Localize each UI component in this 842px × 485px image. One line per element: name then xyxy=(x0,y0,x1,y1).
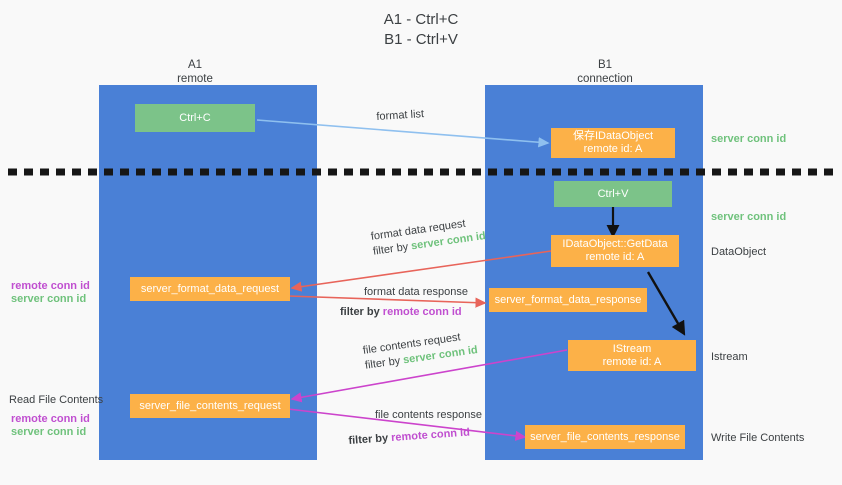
box-server-format-data-response[interactable]: server_format_data_response xyxy=(489,288,647,312)
edge-label-file-contents-response-filter: filter by remote conn id xyxy=(348,426,470,449)
right-note-dataobject: DataObject xyxy=(711,246,767,258)
box-getdata-line1: IDataObject::GetData xyxy=(562,238,668,250)
column-header-a1: A1 remote xyxy=(130,58,260,86)
box-server-file-contents-request[interactable]: server_file_contents_request xyxy=(130,394,290,418)
box-save-idataobject-line1: 保存IDataObject xyxy=(572,130,654,142)
right-note-write-file-contents: Write File Contents xyxy=(711,432,805,444)
box-ctrl-v-label: Ctrl+V xyxy=(597,187,629,200)
box-ctrl-c-label: Ctrl+C xyxy=(179,111,211,124)
left-note-remote-conn-id-2: remote conn id xyxy=(11,413,90,425)
filter-prefix: filter by xyxy=(348,432,392,447)
box-ctrl-v[interactable]: Ctrl+V xyxy=(554,181,672,207)
column-b1-name: B1 xyxy=(597,59,613,71)
title-line-1: A1 - Ctrl+C xyxy=(383,11,459,28)
left-note-read-file-contents: Read File Contents xyxy=(9,394,104,406)
title-line-2: B1 - Ctrl+V xyxy=(384,31,458,48)
box-istream-line1: IStream xyxy=(612,342,652,355)
filter-prefix: filter by xyxy=(372,240,413,258)
box-ctrl-c[interactable]: Ctrl+C xyxy=(135,104,255,132)
left-note-server-conn-id-2: server conn id xyxy=(11,426,87,438)
box-istream-line2: remote id: A xyxy=(602,355,662,368)
edge-label-file-contents-request: file contents request filter by server c… xyxy=(362,328,479,374)
box-server-file-contents-response[interactable]: server_file_contents_response xyxy=(525,425,685,449)
diagram-title: A1 - Ctrl+C B1 - Ctrl+V xyxy=(0,10,842,50)
left-note-server-conn-id-1: server conn id xyxy=(11,293,87,305)
filter-prefix: filter by xyxy=(364,354,405,372)
right-note-server-conn-id-1: server conn id xyxy=(711,133,787,145)
box-server-format-data-request[interactable]: server_format_data_request xyxy=(130,277,290,301)
edge-label-format-data-response: format data response xyxy=(364,286,468,298)
box-server-file-contents-response-label: server_file_contents_response xyxy=(530,430,680,443)
filter-value-remote-conn-id: remote conn id xyxy=(390,426,471,444)
box-server-format-data-request-label: server_format_data_request xyxy=(140,282,280,295)
edge-label-file-contents-response: file contents response xyxy=(375,409,483,421)
column-header-b1: B1 connection xyxy=(540,58,670,86)
box-server-file-contents-request-label: server_file_contents_request xyxy=(139,399,281,412)
column-b1-sub: connection xyxy=(577,73,633,85)
box-save-idataobject-line2: remote id: A xyxy=(583,143,643,155)
filter-value-remote-conn-id: remote conn id xyxy=(382,306,462,318)
box-getdata-line2: remote id: A xyxy=(585,251,645,263)
right-note-server-conn-id-2: server conn id xyxy=(711,211,787,223)
column-a1-sub: remote xyxy=(177,73,213,85)
edge-label-format-data-request: format data request filter by server con… xyxy=(370,214,487,260)
edge-label-format-data-response-filter: filter by remote conn id xyxy=(340,305,462,320)
box-idataobject-getdata[interactable]: IDataObject::GetData remote id: A xyxy=(551,235,679,267)
box-save-idataobject[interactable]: 保存IDataObject remote id: A xyxy=(551,128,675,158)
filter-prefix: filter by xyxy=(340,306,383,318)
box-istream[interactable]: IStream remote id: A xyxy=(568,340,696,371)
column-a1-name: A1 xyxy=(187,59,203,71)
right-note-istream: Istream xyxy=(711,351,748,363)
edge-label-format-list: format list xyxy=(376,108,425,123)
left-note-remote-conn-id-1: remote conn id xyxy=(11,280,90,292)
box-server-format-data-response-label: server_format_data_response xyxy=(494,293,642,306)
